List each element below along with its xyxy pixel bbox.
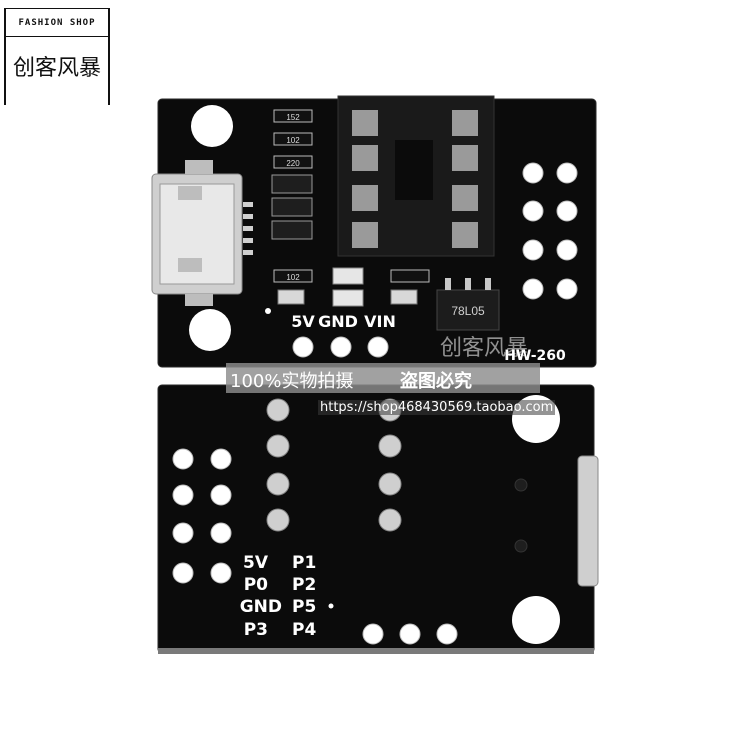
led bbox=[390, 289, 418, 305]
pin-label-p3: P3 bbox=[244, 620, 268, 640]
regulator bbox=[436, 289, 500, 331]
watermark-url: https://shop468430569.taobao.com bbox=[318, 400, 556, 415]
store-label-divider bbox=[6, 36, 108, 37]
led bbox=[277, 289, 305, 305]
socket-solder-joints bbox=[266, 398, 402, 532]
diode bbox=[271, 197, 313, 217]
pin-label-gnd: GND bbox=[318, 312, 358, 331]
pin-label-p0: P0 bbox=[244, 575, 268, 595]
pin-label-gnd: GND bbox=[240, 597, 282, 617]
board-model: HW-260 bbox=[504, 348, 566, 364]
power-pads bbox=[292, 336, 389, 358]
regulator-label: 78L05 bbox=[451, 304, 485, 318]
usb-edge bbox=[577, 455, 599, 587]
resistor-code: 220 bbox=[286, 159, 300, 168]
top-header-pads bbox=[522, 162, 578, 300]
resistor-code: 102 bbox=[286, 273, 300, 282]
socket-slot bbox=[395, 140, 433, 200]
pin-label-p5: P5 bbox=[292, 597, 316, 617]
diode bbox=[271, 220, 313, 240]
store-label: FASHION SHOP 创客风暴 bbox=[4, 8, 110, 105]
resistor bbox=[273, 269, 313, 283]
pin-label-5v: 5V bbox=[291, 312, 315, 331]
micro-usb-port bbox=[151, 160, 243, 306]
resistor bbox=[273, 132, 313, 146]
vias bbox=[514, 478, 528, 553]
pin-label-p1: P1 bbox=[292, 553, 316, 573]
diodes bbox=[271, 174, 313, 240]
socket-contacts bbox=[352, 110, 478, 248]
resistor-code: 152 bbox=[286, 113, 300, 122]
board-edge bbox=[158, 648, 594, 654]
usb-tab bbox=[185, 294, 213, 306]
pin-marker-dot bbox=[328, 603, 334, 609]
pin-label-p4: P4 bbox=[292, 620, 316, 640]
bottom-board: 5V P1 P0 P2 GND P5 P3 P4 bbox=[157, 384, 599, 654]
store-label-name: 创客风暴 bbox=[12, 56, 101, 81]
power-pads bbox=[362, 623, 458, 645]
watermark-shadow: 创客风暴 bbox=[440, 336, 529, 361]
regulator-pins bbox=[445, 278, 491, 290]
mount-hole bbox=[189, 309, 231, 351]
usb-tab bbox=[185, 160, 213, 174]
watermark-bar bbox=[226, 363, 540, 393]
bottom-header-pads bbox=[172, 448, 232, 584]
mount-hole bbox=[191, 105, 233, 147]
usb-tab bbox=[178, 258, 202, 272]
store-label-rule bbox=[6, 8, 108, 9]
resistor bbox=[273, 109, 313, 123]
pin-label-p2: P2 bbox=[292, 575, 316, 595]
pin-label-5v: 5V bbox=[243, 553, 269, 573]
diode bbox=[271, 174, 313, 194]
watermark-left: 100%实物拍摄 bbox=[230, 371, 354, 392]
pin-label-vin: VIN bbox=[364, 312, 396, 331]
store-label-top: FASHION SHOP bbox=[18, 18, 96, 28]
pin-marker-dot bbox=[265, 308, 271, 314]
resistor bbox=[390, 269, 430, 283]
usb-pins bbox=[243, 202, 253, 255]
watermark-right: 盗图必究 bbox=[400, 371, 472, 392]
resistor-code: 102 bbox=[286, 136, 300, 145]
capacitor bbox=[332, 267, 364, 285]
dip-socket bbox=[337, 95, 495, 257]
capacitor bbox=[332, 289, 364, 307]
top-board: 152 102 220 102 bbox=[151, 95, 597, 368]
usb-tab bbox=[178, 186, 202, 200]
resistor bbox=[273, 155, 313, 169]
mount-hole bbox=[512, 596, 560, 644]
smd-resistors: 152 102 220 102 bbox=[273, 109, 430, 283]
